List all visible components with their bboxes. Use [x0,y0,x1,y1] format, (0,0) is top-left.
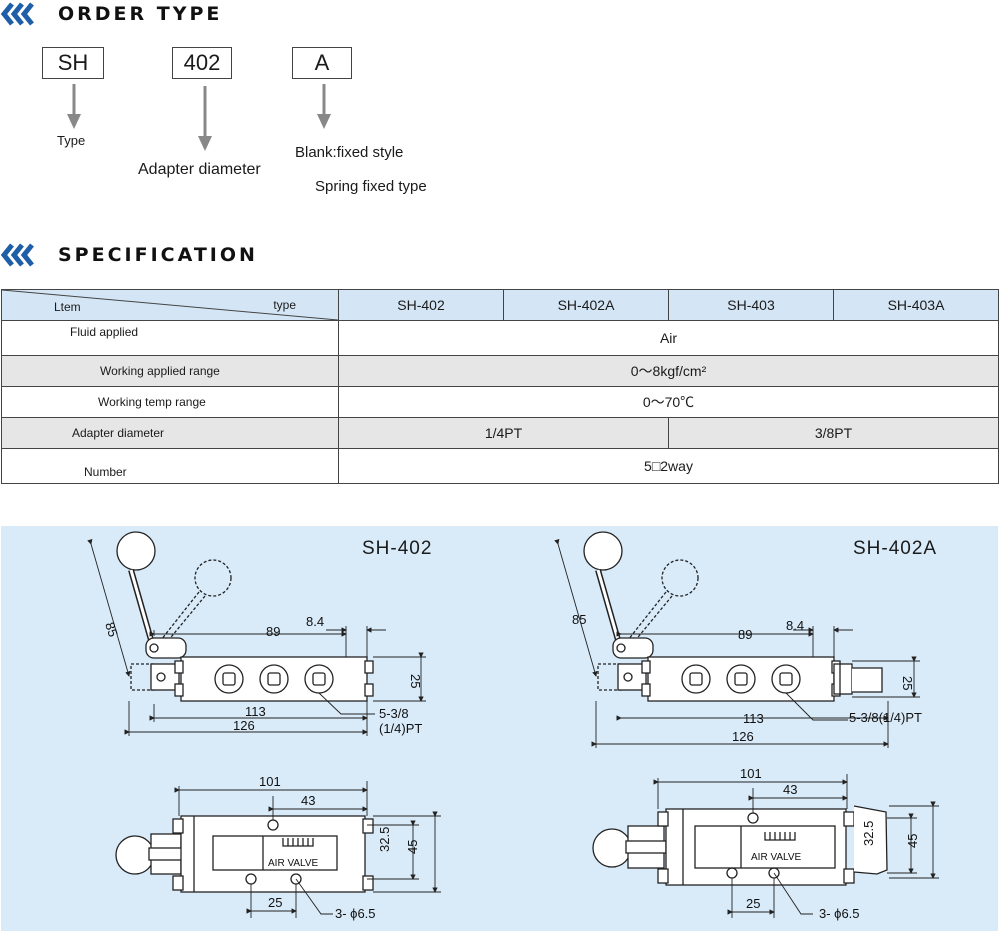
port-label-right: 5-3/8(1/4)PT [849,710,922,725]
chevron-left-icon [0,243,34,267]
model-header-cell: SH-402A [503,289,669,321]
dim-32-5-left: 32.5 [377,827,392,852]
arrow-down-icon [317,84,331,129]
dim-113-right: 113 [743,711,764,726]
dimensions-left-side [87,538,426,736]
air-valve-label-left: AIR VALVE [268,858,319,869]
row-value: Air [338,320,999,356]
dim-43-left: 43 [301,793,315,808]
row-label: Fluid applied [1,320,339,356]
adapter-diameter-label: Adapter diameter [138,161,261,178]
arrow-down-icon [67,84,81,129]
dim-32-5-right: 32.5 [861,821,876,846]
dim-89-left: 89 [266,624,280,639]
port-label-left-2: (1/4)PT [379,721,422,736]
model-header-cell: SH-402 [338,289,504,321]
table-row: Adapter diameter 1/4PT 3/8PT [1,417,999,449]
model-label-right: SH-402A [853,538,938,559]
row-value: 5□2way [338,448,999,484]
dim-126-left: 126 [233,718,255,733]
dim-lever-right: 85 [572,612,586,627]
dim-43-right: 43 [783,782,797,797]
dim-25-left: 25 [268,895,282,910]
top-view-right [592,805,888,886]
header-type-label: type [273,298,296,312]
header-item-label: Ltem [54,300,81,314]
row-label: Adapter diameter [1,417,339,449]
code-diameter-box: 402 [172,47,232,79]
row-label: Working applied range [1,355,339,387]
option-blank-label: Blank:fixed style [295,144,404,161]
model-header-cell: SH-403 [668,289,834,321]
row-value: 1/4PT [338,417,669,449]
order-type-header: ORDER TYPE [0,2,222,26]
port-label-left-1: 5-3/8 [379,706,409,721]
table-row: Working applied range 0～8kgf/cm² [1,355,999,387]
dim-8-4-right: 8.4 [786,618,804,633]
dim-25v-left: 25 [408,674,423,688]
holes-label-left: 3- ϕ6.5 [335,906,376,921]
dim-101-left: 101 [259,774,281,789]
dim-25-right: 25 [746,896,760,911]
model-label-left: SH-402 [362,538,433,559]
holes-label-right: 3- ϕ6.5 [819,906,860,921]
model-header-cell: SH-403A [833,289,999,321]
table-row: Working temp range 0～70℃ [1,386,999,418]
code-option-box: A [292,47,352,79]
air-valve-label-right: AIR VALVE [751,852,802,863]
dim-8-4-left: 8.4 [306,614,324,629]
technical-drawing: 85 89 8.4 25 113 126 5-3/8 (1/4)PT 85 89… [87,526,939,921]
side-view-right [554,532,920,748]
row-value: 0～70℃ [338,386,999,418]
side-view-left [117,532,373,701]
specification-table: type Ltem SH-402 SH-402A SH-403 SH-403A … [1,289,999,484]
dim-126-right: 126 [732,729,754,744]
row-label: Number [1,448,339,484]
arrow-down-icon [198,86,212,151]
type-label: Type [57,133,86,148]
table-header-row: type Ltem SH-402 SH-402A SH-403 SH-403A [1,289,999,321]
row-value: 0～8kgf/cm² [338,355,999,387]
specification-header: SPECIFICATION [0,243,258,267]
dim-89-right: 89 [738,627,752,642]
header-item-type-cell: type Ltem [1,289,339,321]
dim-45-left: 45 [405,840,420,854]
dim-113-left: 113 [245,704,266,719]
top-view-left [115,815,374,893]
chevron-left-icon [0,2,34,26]
code-series-box: SH [42,47,104,79]
dimensions-right-top [653,774,939,918]
dim-25v-right: 25 [900,676,915,690]
diagonal-divider [2,290,338,320]
order-type-title: ORDER TYPE [58,3,223,25]
table-row: Fluid applied Air [1,320,999,356]
dim-lever-left: 85 [102,620,121,638]
option-a-label: Spring fixed type [315,178,427,195]
dimensions-left-top [174,781,441,918]
dimension-drawings-panel: SH-402 SH-402A [1,526,998,931]
table-row: Number 5□2way [1,448,999,484]
specification-title: SPECIFICATION [58,244,258,266]
dim-45-right: 45 [905,834,920,848]
row-value: 3/8PT [668,417,999,449]
row-label: Working temp range [1,386,339,418]
dim-101-right: 101 [740,766,762,781]
